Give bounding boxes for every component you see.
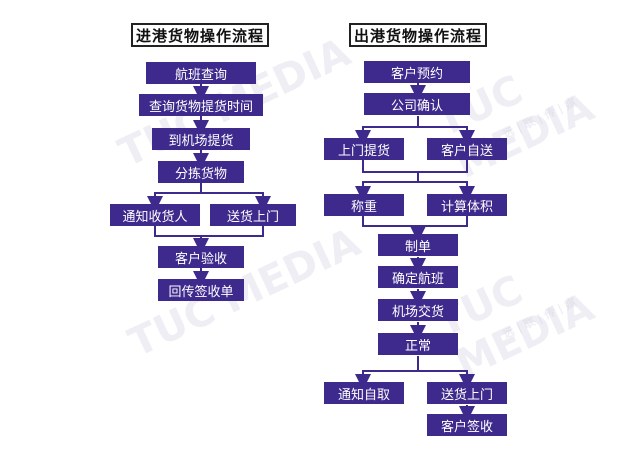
outbound-step-airport-handover: 机场交货 — [378, 299, 458, 321]
outbound-step-company-confirm: 公司确认 — [364, 93, 470, 115]
outbound-step-weighing: 称重 — [324, 194, 404, 216]
outbound-step-normal: 正常 — [378, 333, 458, 355]
outbound-step-customer-booking: 客户预约 — [364, 61, 470, 83]
inbound-step-sort-goods: 分拣货物 — [158, 161, 244, 183]
inbound-step-return-receipt: 回传签收单 — [158, 279, 244, 301]
outbound-step-make-bill: 制单 — [378, 234, 458, 256]
watermark-brand-4: TUC MEDIA — [429, 266, 601, 388]
inbound-step-notify-consignee: 通知收货人 — [110, 204, 200, 226]
outbound-title: 出港货物操作流程 — [349, 23, 487, 47]
inbound-step-flight-query: 航班查询 — [146, 62, 256, 84]
outbound-step-door-pickup: 上门提货 — [324, 138, 404, 160]
outbound-step-confirm-flight: 确定航班 — [378, 266, 458, 288]
inbound-step-pickup-time: 查询货物提货时间 — [139, 94, 263, 116]
outbound-step-self-delivery: 客户自送 — [427, 138, 507, 160]
inbound-step-airport-pickup: 到机场提货 — [152, 128, 250, 150]
inbound-step-customer-inspection: 客户验收 — [158, 246, 244, 268]
outbound-step-calc-volume: 计算体积 — [427, 194, 507, 216]
inbound-step-door-delivery: 送货上门 — [210, 204, 296, 226]
outbound-step-door-delivery: 送货上门 — [427, 382, 507, 404]
inbound-title: 进港货物操作流程 — [131, 23, 269, 47]
outbound-step-customer-sign: 客户签收 — [427, 414, 507, 436]
outbound-step-notify-self-pickup: 通知自取 — [324, 382, 404, 404]
